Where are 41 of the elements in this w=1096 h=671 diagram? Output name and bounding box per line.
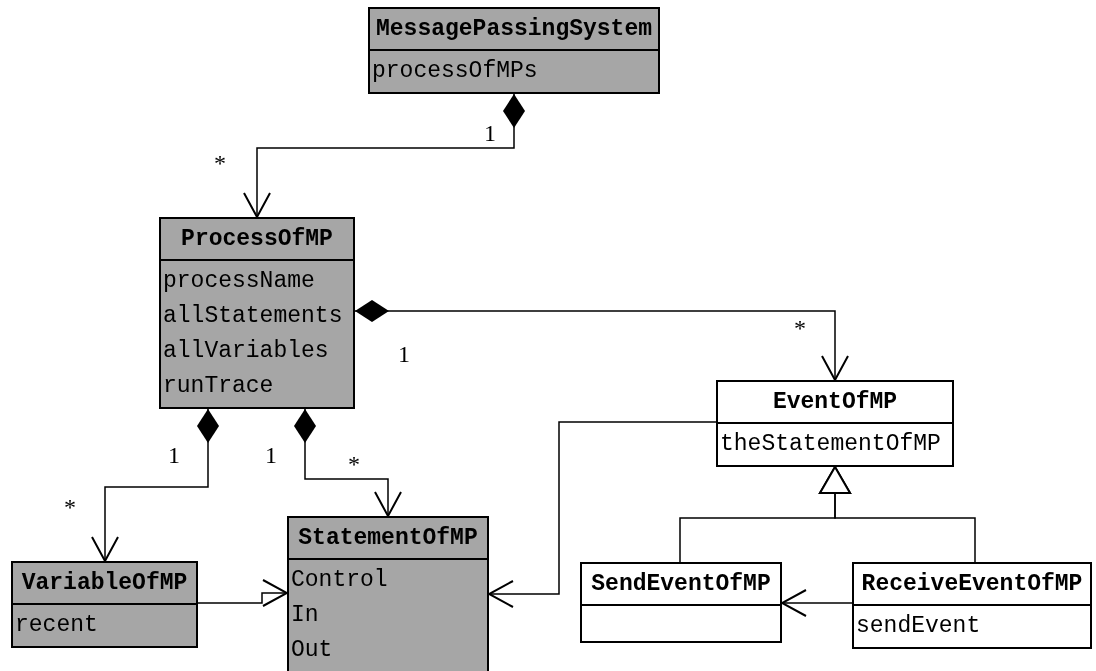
- class-box: [159, 217, 355, 409]
- class-name: ProcessOfMP: [161, 219, 353, 261]
- class-name: VariableOfMP: [13, 563, 196, 605]
- multiplicity-label: 1: [484, 121, 496, 145]
- association-arrow: [197, 579, 288, 607]
- association-arrow: [488, 421, 717, 608]
- composition-arrow: [91, 408, 219, 562]
- attribute-text: processOfMPs: [371, 57, 539, 86]
- multiplicity-label: *: [794, 316, 806, 340]
- multiplicity-label: 1: [265, 443, 277, 467]
- class-name: StatementOfMP: [289, 518, 487, 560]
- association-arrow: [781, 589, 853, 617]
- multiplicity-label: *: [64, 495, 76, 519]
- generalization-arrow: [819, 466, 976, 563]
- class-name: EventOfMP: [718, 382, 952, 424]
- attribute-text: theStatementOfMP: [719, 430, 942, 459]
- attribute-text: recent: [14, 611, 99, 640]
- multiplicity-label: *: [348, 452, 360, 476]
- attribute-text: Out: [290, 636, 334, 665]
- class-box: [287, 516, 489, 671]
- attribute-text: allStatements: [162, 302, 344, 331]
- class-box: [580, 562, 782, 643]
- attribute-text: Control: [290, 566, 389, 595]
- class-box: [852, 562, 1092, 649]
- attribute-text: allVariables: [162, 337, 330, 366]
- class-name: SendEventOfMP: [582, 564, 780, 606]
- multiplicity-label: *: [214, 151, 226, 175]
- multiplicity-label: 1: [398, 342, 410, 366]
- class-name: ReceiveEventOfMP: [854, 564, 1090, 606]
- composition-arrow: [354, 300, 849, 381]
- class-name: MessagePassingSystem: [370, 9, 658, 51]
- attribute-text: runTrace: [162, 372, 275, 401]
- composition-arrow: [294, 408, 402, 517]
- attribute-text: In: [290, 601, 320, 630]
- multiplicity-label: 1: [168, 443, 180, 467]
- attribute-text: sendEvent: [855, 612, 982, 641]
- class-box: [716, 380, 954, 467]
- class-box: [368, 7, 660, 94]
- class-box: [11, 561, 198, 648]
- attribute-text: processName: [162, 267, 316, 296]
- composition-arrow: [243, 93, 525, 218]
